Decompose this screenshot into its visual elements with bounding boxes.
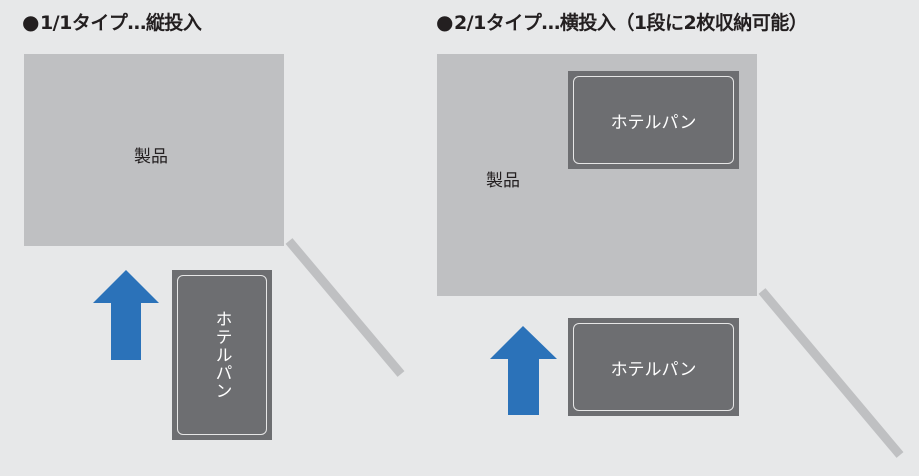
- hotel-pan-label: ホテルパン: [610, 112, 697, 133]
- hotel-pan-vertical: ホテルパン: [172, 270, 272, 440]
- heading-text: 2/1タイプ…横投入（1段に2枚収納可能）: [453, 12, 808, 34]
- heading-1-1-type: ●1/1タイプ…縦投入: [22, 8, 202, 35]
- hotel-pan-bottom: ホテルパン: [568, 318, 739, 416]
- product-box-left: 製品: [24, 54, 284, 246]
- heading-bullet: ●: [22, 10, 39, 34]
- product-label: 製品: [486, 171, 520, 191]
- hotel-pan-frame: ホテルパン: [573, 76, 734, 164]
- hotel-pan-frame: ホテルパン: [573, 323, 734, 411]
- heading-2-1-type: ●2/1タイプ…横投入（1段に2枚収納可能）: [436, 8, 808, 35]
- arrow-up-icon: [93, 270, 159, 360]
- product-label: 製品: [134, 147, 168, 167]
- door-line-left: [285, 238, 405, 377]
- hotel-pan-label: ホテルパン: [610, 359, 697, 380]
- door-line-right: [758, 288, 904, 458]
- arrow-up-icon: [490, 326, 557, 415]
- heading-bullet: ●: [436, 10, 453, 34]
- hotel-pan-frame: ホテルパン: [177, 275, 267, 435]
- hotel-pan-top: ホテルパン: [568, 71, 739, 169]
- hotel-pan-label: ホテルパン: [211, 310, 232, 400]
- heading-text: 1/1タイプ…縦投入: [39, 12, 202, 34]
